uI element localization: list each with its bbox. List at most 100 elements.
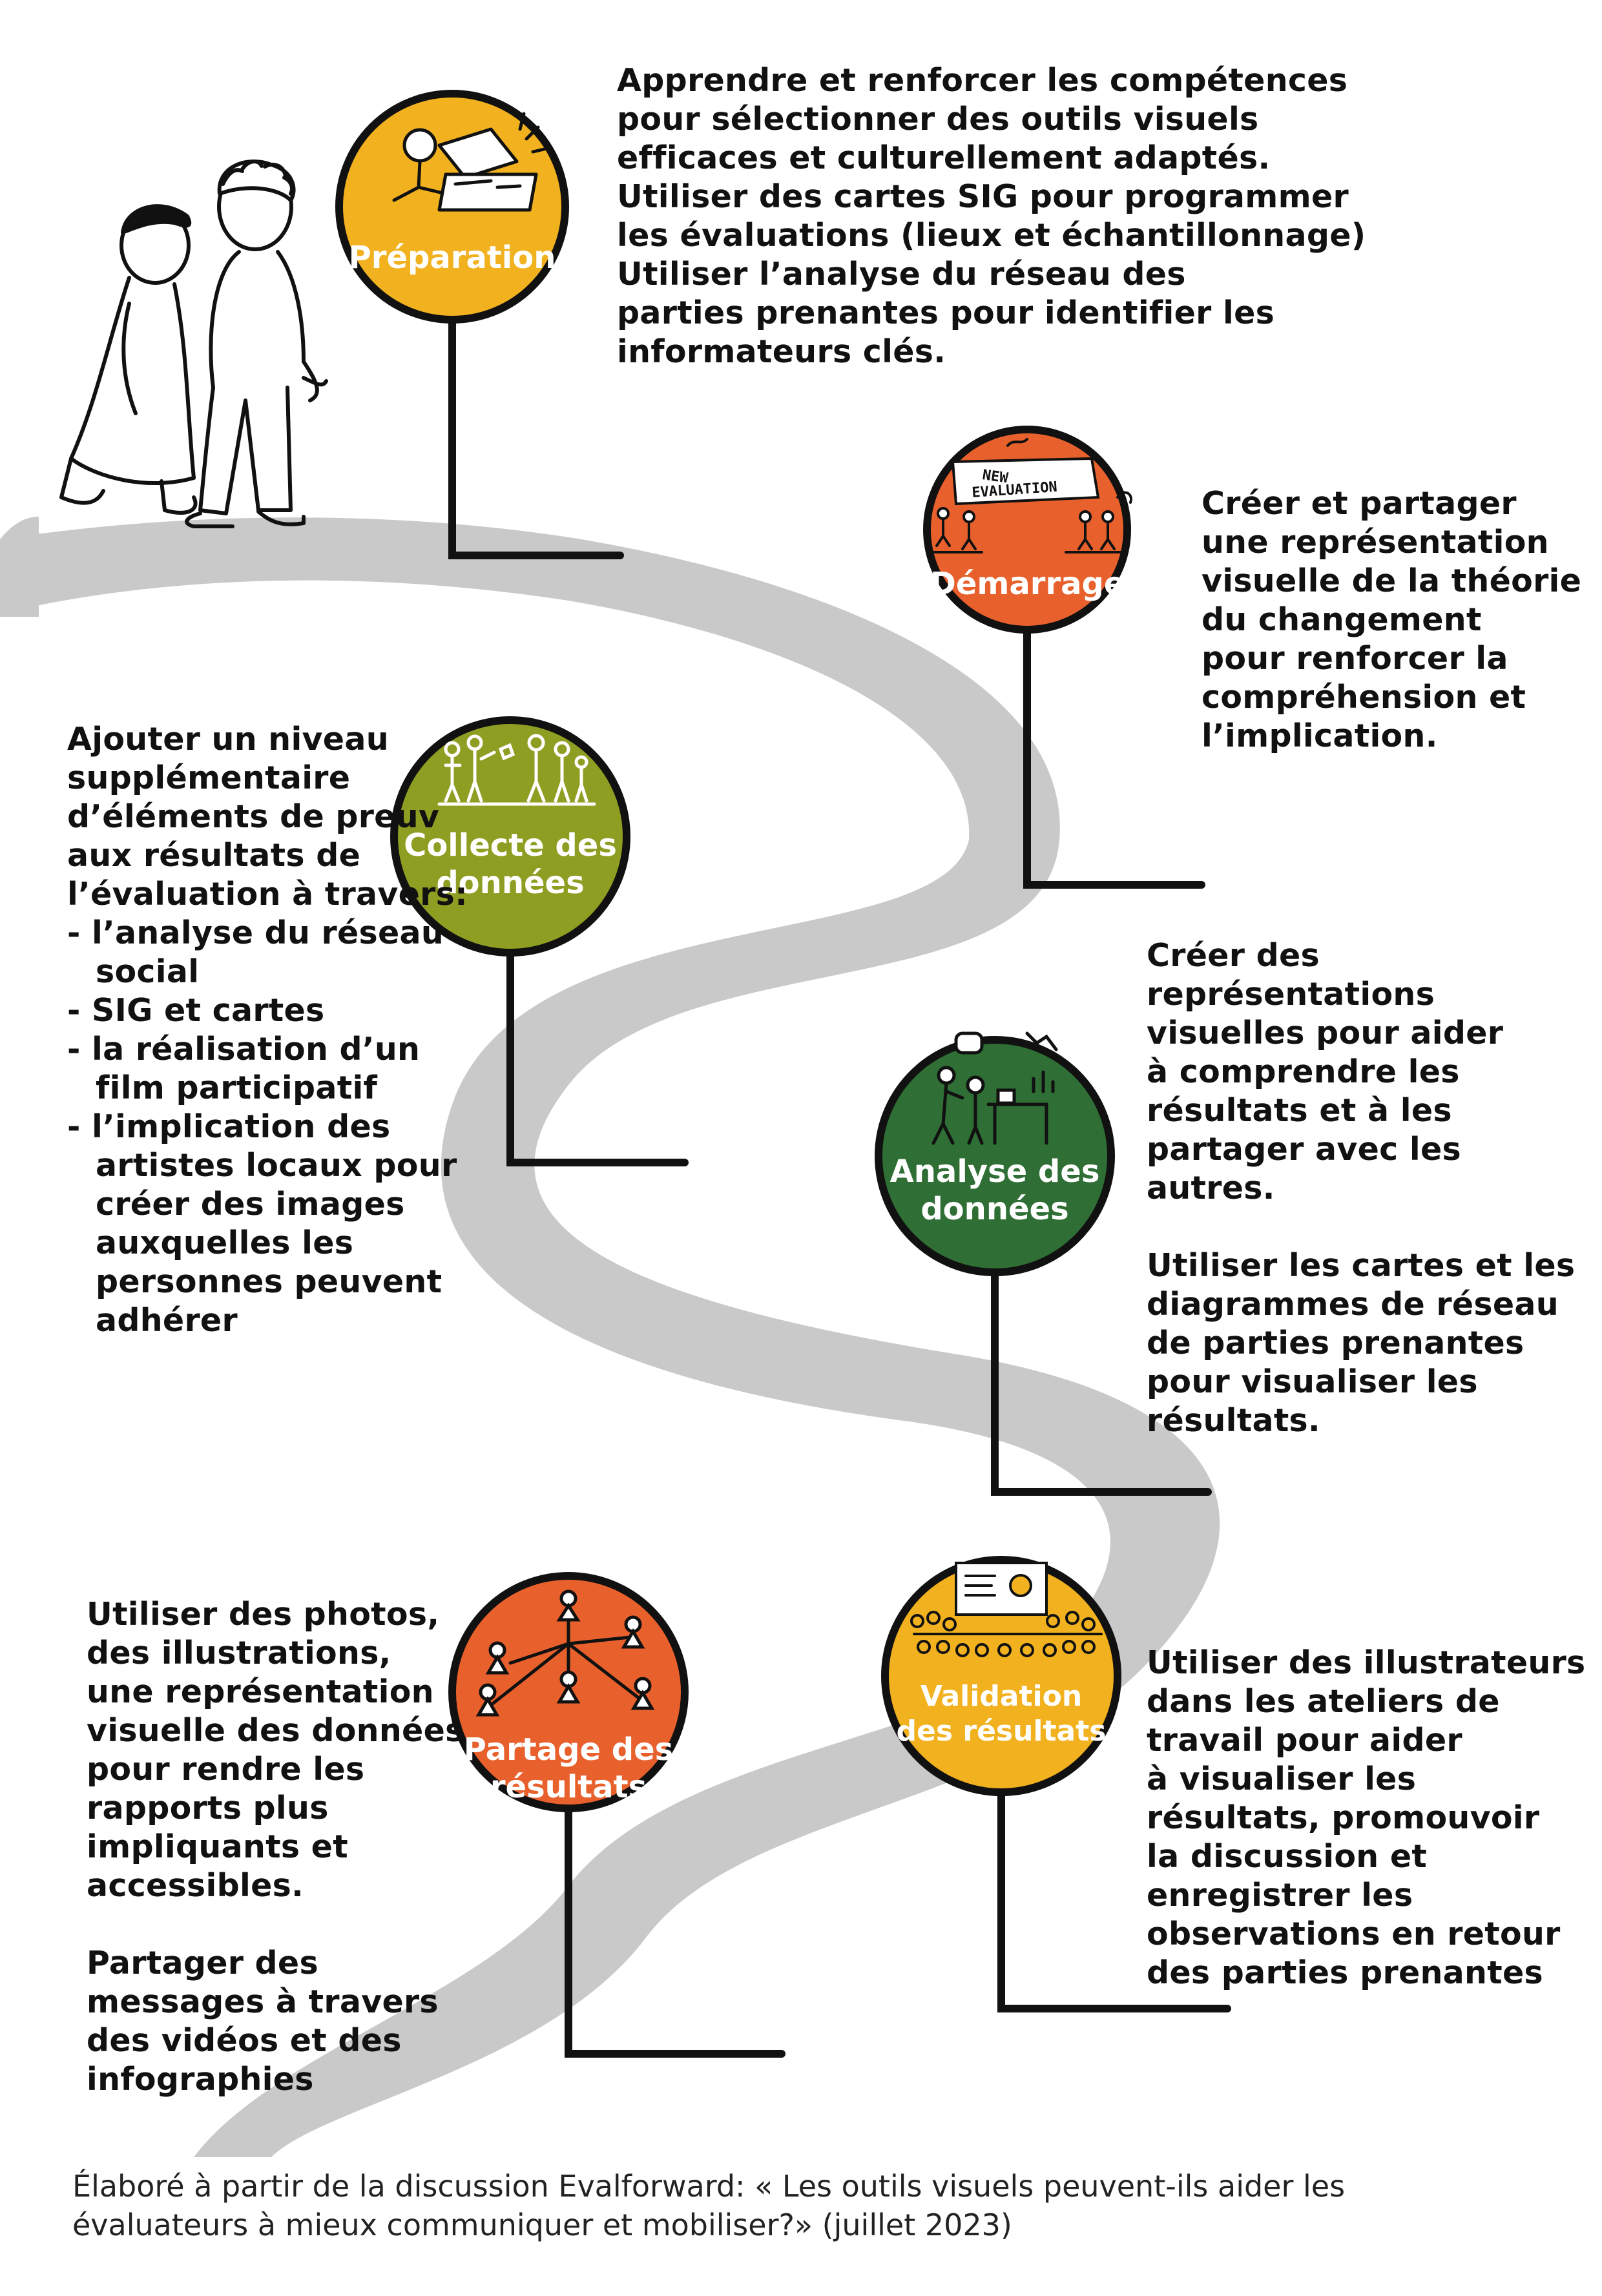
walking-couple-icon [59, 160, 328, 528]
circle-analyse [875, 1036, 1115, 1276]
desc-line: parties prenantes pour identifier les [617, 295, 1275, 331]
desc-line: travail pour aider [1147, 1722, 1462, 1759]
toolbox-person-icon [392, 112, 552, 212]
desc-line: Utiliser des illustrateurs [1147, 1644, 1586, 1681]
label-line: des résultats [896, 1715, 1107, 1748]
desc-line: résultats. [1147, 1402, 1320, 1439]
circle-validation [881, 1556, 1121, 1796]
desc-analyse: Créer des représentations visuelles pour… [1147, 936, 1575, 1440]
desc-line: auxquelles les [96, 1225, 354, 1261]
desc-line: - l’implication des [67, 1108, 391, 1145]
desc-line: Utiliser l’analyse du réseau des [617, 256, 1186, 293]
desc-line: visuelle de la théorie [1202, 563, 1582, 599]
desc-line: créer des images [96, 1186, 405, 1223]
desc-line: Créer des [1147, 937, 1320, 974]
label-line: Partage des [463, 1732, 674, 1768]
desc-line: pour visualiser les [1147, 1363, 1478, 1400]
desc-line: des illustrations, [87, 1635, 391, 1671]
desc-line: Utiliser les cartes et les [1147, 1247, 1576, 1284]
label-collecte: Collecte des données [394, 827, 627, 902]
desc-partage: Utiliser des photos, des illustrations, … [87, 1595, 464, 2099]
desc-line: des parties prenantes [1147, 1954, 1543, 1991]
desc-line: pour rendre les [87, 1751, 365, 1788]
people-group-icon [437, 734, 596, 806]
desc-line: Utiliser des cartes SIG pour programmer [617, 178, 1349, 215]
desc-line: adhérer [96, 1302, 238, 1339]
desc-line: diagrammes de réseau [1147, 1286, 1559, 1323]
label-line: Collecte des [404, 827, 617, 864]
desc-line: Créer et partager [1202, 485, 1517, 522]
desc-line: de parties prenantes [1147, 1325, 1524, 1361]
desc-line: une représentation [87, 1673, 434, 1710]
desc-line: à comprendre les [1147, 1053, 1460, 1090]
desc-line: résultats et à les [1147, 1092, 1452, 1129]
signposts [448, 287, 1231, 2058]
desc-line: Utiliser des photos, [87, 1596, 440, 1633]
label-line: données [436, 865, 585, 901]
desc-line [1147, 1208, 1575, 1246]
desc-line: observations en retour [1147, 1916, 1561, 1952]
source-footnote: Élaboré à partir de la discussion Evalfo… [72, 2167, 1345, 2244]
desc-line: visuelles pour aider [1147, 1015, 1504, 1051]
label-validation: Validation des résultats [888, 1679, 1114, 1749]
desc-line: à visualiser les [1147, 1761, 1417, 1797]
desc-line: la discussion et [1147, 1838, 1428, 1875]
label-line: Validation [920, 1680, 1083, 1713]
label-line: Démarrage [930, 566, 1125, 602]
desc-line: d’éléments de preuv [67, 798, 440, 835]
desc-line: messages à travers [87, 1983, 439, 2020]
desc-line: pour renforcer la [1202, 640, 1508, 677]
desc-line: informateurs clés. [617, 333, 946, 370]
desc-line: l’évaluation à travers: [67, 876, 468, 913]
desc-line: dans les ateliers de [1147, 1683, 1500, 1720]
footer-line: évaluateurs à mieux communiquer et mobil… [72, 2208, 1012, 2242]
footer-line: Élaboré à partir de la discussion Evalfo… [72, 2169, 1346, 2204]
desc-line: des vidéos et des [87, 2022, 402, 2059]
desc-line: artistes locaux pour [96, 1147, 457, 1184]
label-preparation: Préparation [342, 239, 562, 276]
label-line: données [921, 1191, 1069, 1227]
label-partage: Partage des résultats [452, 1731, 685, 1806]
analysts-chart-icon [931, 1031, 1058, 1145]
desc-line: pour sélectionner des outils visuels [617, 101, 1259, 138]
desc-line: supplémentaire [67, 760, 351, 796]
desc-line: du changement [1202, 601, 1482, 638]
desc-line: - la réalisation d’un [67, 1031, 421, 1068]
label-demarrage: Démarrage [930, 565, 1125, 603]
desc-line: social [96, 953, 200, 990]
desc-line: accessibles. [87, 1867, 304, 1904]
desc-collecte: Ajouter un niveau supplémentaire d’éléme… [67, 720, 468, 1340]
desc-line: film participatif [96, 1070, 378, 1106]
label-line: résultats [490, 1769, 647, 1805]
desc-line: personnes peuvent [96, 1263, 442, 1300]
new-evaluation-banner-icon: NEW EVALUATION [929, 438, 1132, 553]
desc-line: enregistrer les [1147, 1877, 1413, 1914]
label-analyse: Analyse des données [879, 1153, 1111, 1228]
desc-line: partager avec les [1147, 1131, 1461, 1168]
desc-line: résultats, promouvoir [1147, 1799, 1540, 1836]
desc-line: aux résultats de [67, 837, 361, 874]
desc-preparation: Apprendre et renforcer les compétences p… [617, 61, 1366, 371]
desc-line: une représentation [1202, 524, 1549, 561]
desc-line: efficaces et culturellement adaptés. [617, 140, 1271, 176]
desc-validation: Utiliser des illustrateurs dans les atel… [1147, 1644, 1586, 1992]
desc-line: infographies [87, 2061, 314, 2098]
desc-line: rapports plus [87, 1790, 329, 1826]
banner-text-new: NEW [981, 467, 1010, 486]
label-line: Préparation [348, 240, 556, 276]
audience-presentation-icon [910, 1562, 1103, 1657]
desc-line: visuelle des données [87, 1712, 464, 1749]
desc-line: - l’analyse du réseau [67, 915, 444, 951]
desc-line: Apprendre et renforcer les compétences [617, 62, 1348, 99]
desc-demarrage: Créer et partager une représentation vis… [1202, 484, 1581, 756]
desc-line [87, 1905, 464, 1944]
network-people-icon [475, 1589, 655, 1717]
desc-line: Ajouter un niveau [67, 721, 389, 758]
desc-line: représentations [1147, 976, 1435, 1013]
desc-line: - SIG et cartes [67, 992, 325, 1029]
desc-line: l’implication. [1202, 718, 1438, 754]
desc-line: les évaluations (lieux et échantillonnag… [617, 217, 1366, 254]
desc-line: autres. [1147, 1170, 1275, 1206]
label-line: Analyse des [889, 1153, 1100, 1190]
